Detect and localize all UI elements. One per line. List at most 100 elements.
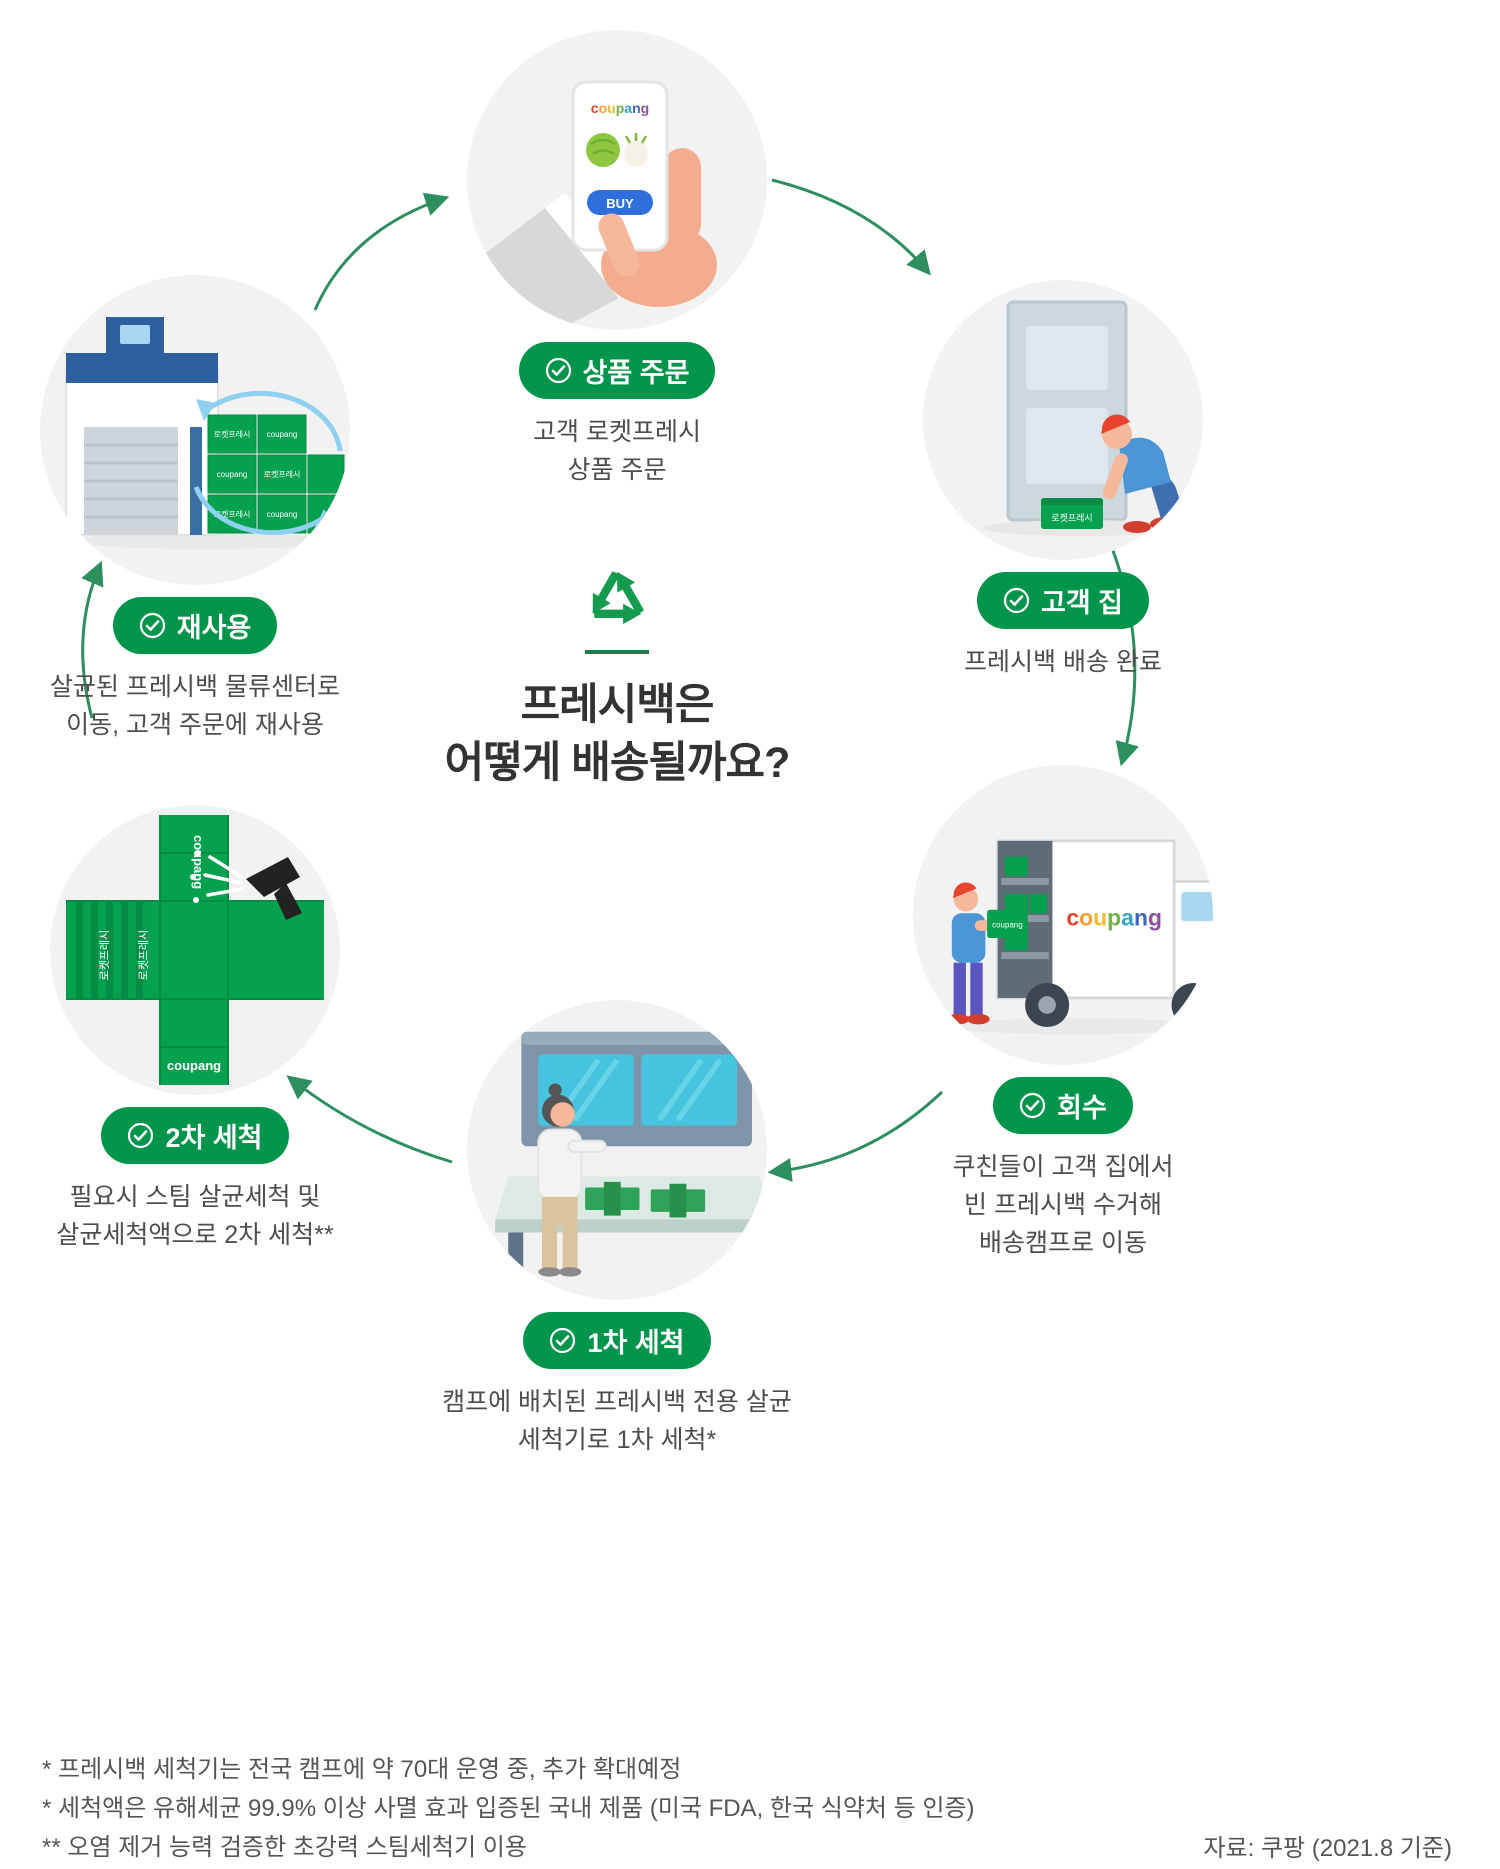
desc-line: 상품 주문	[567, 456, 667, 484]
svg-text:coupang: coupang	[267, 510, 298, 519]
pant-leg	[542, 1225, 557, 1269]
step-reuse: 로켓프레시 coupang coupang 로켓프레시 로켓프레시 coupan…	[0, 275, 405, 744]
onion-icon	[624, 141, 648, 167]
shoe	[966, 1013, 990, 1025]
source-credit: 자료: 쿠팡 (2021.8 기준)	[1203, 1835, 1452, 1862]
arm	[567, 1139, 607, 1153]
step-second-wash-desc: 필요시 스팀 살균세척 및 살균세척액으로 2차 세척**	[56, 1178, 333, 1254]
badge-reuse: 재사용	[112, 597, 278, 654]
bag-label-left: 로켓프레시	[98, 930, 111, 981]
badge-label: 회수	[1057, 1093, 1107, 1123]
illustration-first-wash	[467, 1000, 767, 1300]
svg-text:로켓프레시: 로켓프레시	[214, 509, 251, 519]
flattened-freshbags	[585, 1181, 706, 1218]
desc-line: 쿠친들이 고객 집에서	[952, 1153, 1174, 1181]
courier: coupang	[946, 882, 1028, 1025]
spray-lines	[203, 855, 244, 897]
check-icon	[1019, 1092, 1046, 1119]
shutter-lines	[84, 443, 178, 519]
step-customer-home: 로켓프레시 고객 집 프레시백 배송 완료	[873, 280, 1253, 681]
pants	[542, 1196, 578, 1225]
svg-text:coupang: coupang	[992, 920, 1022, 929]
title-line-2: 어떻게 배송될까요?	[444, 739, 791, 787]
title-divider	[585, 650, 649, 654]
recycle-icon	[592, 571, 644, 625]
step-collect-desc: 쿠친들이 고객 집에서 빈 프레시백 수거해 배송캠프로 이동	[953, 1148, 1174, 1262]
door-panel	[1026, 408, 1108, 484]
check-icon	[139, 612, 166, 639]
desc-line: 배송캠프로 이동	[979, 1229, 1147, 1257]
desc-line: 프레시백 배송 완료	[964, 648, 1162, 676]
hair-bun	[548, 1083, 562, 1097]
badge-label: 2차 세척	[165, 1123, 263, 1153]
unfolded-freshbag: coupang coupang 로켓프레시 로켓프레시	[66, 815, 324, 1085]
arm	[1102, 453, 1128, 500]
step-order-desc: 고객 로켓프레시 상품 주문	[533, 413, 701, 489]
shoe	[1150, 517, 1182, 531]
wall-stripe	[190, 427, 202, 535]
truck-illustration: coupang coupang	[945, 839, 1213, 1035]
step-customer-home-desc: 프레시백 배송 완료	[964, 643, 1162, 681]
onion-sprout	[624, 133, 648, 144]
desc-line: 고객 로켓프레시	[533, 418, 701, 446]
torso	[1119, 437, 1171, 494]
shoe	[1123, 521, 1151, 533]
desc-line: 필요시 스팀 살균세척 및	[69, 1183, 321, 1211]
svg-text:로켓프레시: 로켓프레시	[264, 469, 301, 479]
red-cap	[952, 882, 977, 899]
washing-station-illustration	[495, 1031, 767, 1293]
badge-label: 1차 세척	[587, 1328, 685, 1358]
buy-button	[587, 190, 653, 215]
door-panel	[1026, 326, 1108, 390]
center-title-block: 프레시백은 어떻게 배송될까요?	[357, 558, 877, 792]
badge-order: 상품 주문	[518, 342, 716, 399]
check-icon	[549, 1327, 576, 1354]
door-delivery-illustration: 로켓프레시	[983, 300, 1184, 536]
badge-first-wash: 1차 세척	[523, 1312, 711, 1369]
cycle-arrows-icon	[193, 390, 343, 536]
face	[550, 1102, 575, 1127]
illustration-second-wash: coupang coupang 로켓프레시 로켓프레시	[50, 805, 340, 1095]
leg	[970, 962, 983, 1016]
bag-label-left2: 로켓프레시	[137, 930, 150, 981]
svg-text:coupang: coupang	[217, 470, 248, 479]
delivery-person	[1101, 414, 1184, 533]
check-icon	[1003, 587, 1030, 614]
desc-line: 빈 프레시백 수거해	[964, 1191, 1162, 1219]
page-title: 프레시백은 어떻게 배송될까요?	[444, 676, 791, 792]
machine-window	[641, 1054, 737, 1126]
badge-label: 재사용	[176, 613, 252, 643]
accordion-folds	[76, 901, 143, 999]
bag-label-bottom: coupang	[167, 1058, 221, 1073]
coupang-truck: coupang	[996, 839, 1213, 1028]
desc-line: 세척기로 1차 세척*	[517, 1426, 717, 1454]
illustration-reuse: 로켓프레시 coupang coupang 로켓프레시 로켓프레시 coupan…	[40, 275, 350, 585]
step-reuse-desc: 살균된 프레시백 물류센터로 이동, 고객 주문에 재사용	[50, 668, 340, 744]
cab-window	[1181, 892, 1213, 922]
desc-line: 살균된 프레시백 물류센터로	[50, 673, 340, 701]
spray-gun-icon	[190, 850, 302, 920]
coupang-logo-phone: coupang	[591, 100, 649, 116]
shoe	[558, 1267, 582, 1277]
svg-text:coupang: coupang	[267, 430, 298, 439]
phone-order-illustration: coupang BUY	[467, 80, 717, 330]
svg-text:로켓프레시: 로켓프레시	[214, 429, 251, 439]
footnote-line: * 프레시백 세척기는 전국 캠프에 약 70대 운영 중, 추가 확대예정	[42, 1756, 682, 1783]
badge-label: 상품 주문	[582, 358, 690, 388]
illustration-order: coupang BUY	[467, 30, 767, 330]
footnote-line: * 세척액은 유해세균 99.9% 이상 사멸 효과 입증된 국내 제품 (미국…	[42, 1795, 975, 1822]
coupang-logo-truck: coupang	[1066, 905, 1162, 931]
roof-band	[66, 353, 218, 383]
desc-line: 이동, 고객 주문에 재사용	[66, 711, 324, 739]
footnote-line: ** 오염 제거 능력 검증한 초강력 스팀세척기 이용	[42, 1834, 527, 1861]
footnotes: * 프레시백 세척기는 전국 캠프에 약 70대 운영 중, 추가 확대예정 *…	[42, 1750, 975, 1867]
bag-label-top: coupang	[191, 835, 206, 889]
ground-shadow	[945, 1018, 1207, 1035]
step-order: coupang BUY 상품 주문 고객 로켓프레시 상품 주문	[437, 30, 797, 489]
step-second-wash: coupang coupang 로켓프레시 로켓프레시	[0, 805, 415, 1254]
pant-leg	[562, 1225, 578, 1269]
carried-box: coupang	[987, 909, 1028, 938]
pointing-finger	[598, 213, 640, 277]
shoe	[538, 1267, 561, 1277]
